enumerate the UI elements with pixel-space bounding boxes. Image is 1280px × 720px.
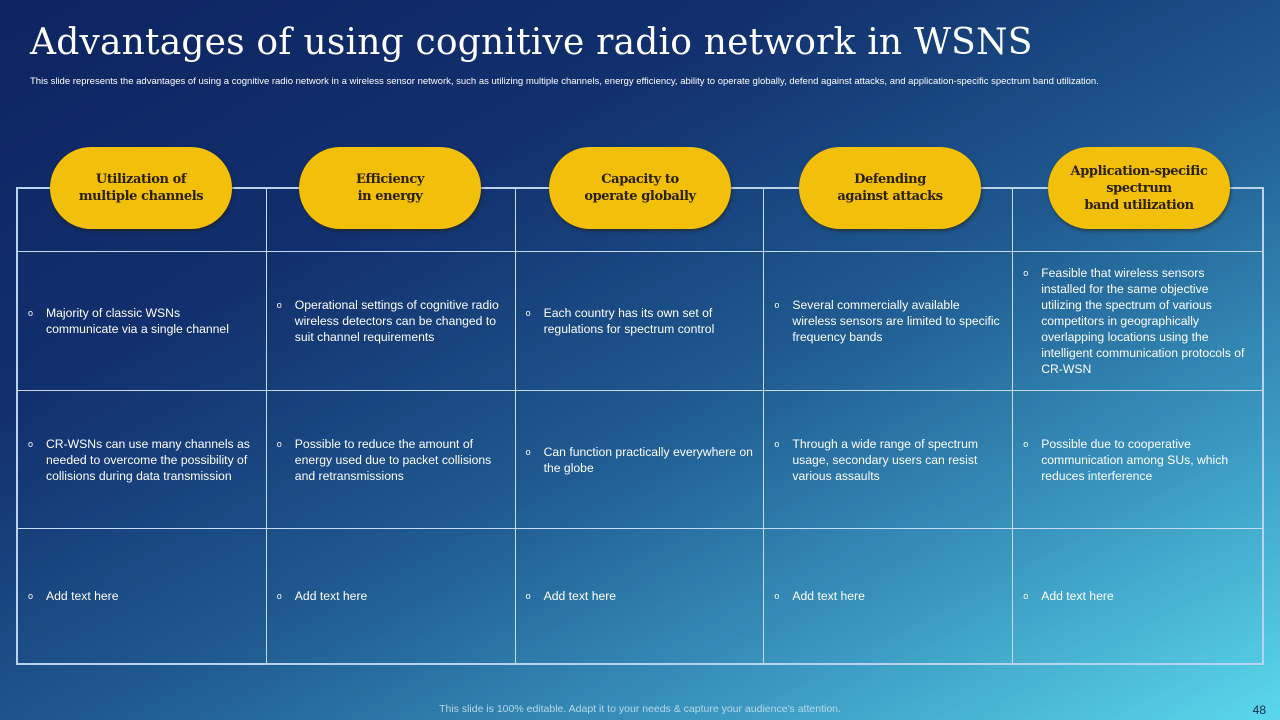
bullet-circle-icon: o bbox=[774, 300, 780, 310]
bullet-item: o Majority of classic WSNs communicate vi… bbox=[28, 305, 256, 337]
table-cell: o Majority of classic WSNs communicate vi… bbox=[18, 252, 267, 391]
column-header-pill: Capacity to operate globally bbox=[549, 147, 731, 229]
column-header-pill: Efficiency in energy bbox=[299, 147, 481, 229]
table-cell: o Add text here bbox=[18, 529, 267, 663]
bullet-text: Feasible that wireless sensors installed… bbox=[1041, 266, 1245, 376]
table-cell: o Add text here bbox=[1013, 529, 1262, 663]
bullet-circle-icon: o bbox=[774, 438, 780, 449]
slide-title: Advantages of using cognitive radio netw… bbox=[30, 22, 1033, 63]
bullet-item: o Possible due to cooperative communicati… bbox=[1023, 436, 1252, 484]
bullet-circle-icon: o bbox=[28, 591, 34, 601]
bullet-text: Several commercially available wireless … bbox=[792, 298, 1000, 344]
bullet-item: o Add text here bbox=[774, 588, 865, 604]
bullet-circle-icon: o bbox=[1023, 591, 1029, 601]
bullet-text: Each country has its own set of regulati… bbox=[543, 306, 715, 336]
bullet-circle-icon: o bbox=[525, 591, 531, 601]
bullet-circle-icon: o bbox=[1023, 438, 1029, 449]
column-header-pill: Utilization of multiple channels bbox=[50, 147, 232, 229]
bullet-item: o Add text here bbox=[277, 588, 368, 604]
bullet-item: o Possible to reduce the amount of energy… bbox=[277, 436, 505, 484]
header-cell bbox=[515, 189, 765, 252]
table-cell: o Through a wide range of spectrum usage,… bbox=[764, 391, 1014, 529]
bullet-text: Add text here bbox=[543, 589, 617, 603]
bullet-item: o Add text here bbox=[1023, 588, 1114, 604]
slide-subtitle: This slide represents the advantages of … bbox=[30, 76, 1099, 87]
table-cell: o Possible to reduce the amount of energy… bbox=[266, 391, 516, 529]
table-cell: o Add text here bbox=[764, 529, 1014, 663]
bullet-text: Majority of classic WSNs communicate via… bbox=[46, 306, 229, 336]
bullet-item: o Add text here bbox=[526, 588, 617, 604]
footer-note: This slide is 100% editable. Adapt it to… bbox=[439, 703, 841, 715]
bullet-item: o Can function practically everywhere on … bbox=[526, 444, 754, 476]
page-number: 48 bbox=[1252, 703, 1266, 717]
table-cell: o CR-WSNs can use many channels as needed… bbox=[18, 391, 267, 529]
bullet-text: Operational settings of cognitive radio … bbox=[294, 298, 499, 344]
bullet-text: Possible due to cooperative communicatio… bbox=[1041, 436, 1229, 483]
bullet-text: Add text here bbox=[792, 589, 865, 603]
bullet-circle-icon: o bbox=[525, 446, 531, 457]
bullet-item: o Operational settings of cognitive radio… bbox=[277, 297, 505, 345]
bullet-circle-icon: o bbox=[276, 300, 282, 310]
column-header-pill: Application-specific spectrum band utili… bbox=[1048, 147, 1230, 229]
table-cell: o Add text here bbox=[267, 529, 516, 663]
table-cell: o Add text here bbox=[516, 529, 765, 663]
bullet-text: Add text here bbox=[294, 589, 368, 603]
table-cell: o Can function practically everywhere on … bbox=[515, 391, 765, 529]
table-cell: o Possible due to cooperative communicati… bbox=[1013, 391, 1262, 529]
header-cell bbox=[1013, 189, 1262, 252]
bullet-circle-icon: o bbox=[276, 438, 282, 449]
bullet-text: CR-WSNs can use many channels as needed … bbox=[46, 436, 250, 483]
bullet-item: o Through a wide range of spectrum usage,… bbox=[774, 436, 1002, 484]
header-cell bbox=[764, 189, 1014, 252]
bullet-item: o Several commercially available wireless… bbox=[774, 297, 1002, 345]
bullet-circle-icon: o bbox=[28, 438, 34, 449]
bullet-text: Add text here bbox=[46, 589, 119, 603]
table-cell: o Operational settings of cognitive radio… bbox=[266, 252, 516, 391]
table-cell: o Each country has its own set of regulat… bbox=[515, 252, 765, 391]
bullet-text: Can function practically everywhere on t… bbox=[543, 444, 753, 475]
bullet-text: Add text here bbox=[1041, 589, 1114, 603]
bullet-text: Through a wide range of spectrum usage, … bbox=[792, 436, 979, 483]
bullet-circle-icon: o bbox=[774, 591, 780, 601]
bullet-circle-icon: o bbox=[276, 591, 282, 601]
header-cell bbox=[18, 189, 267, 252]
column-header-pill: Defending against attacks bbox=[799, 147, 981, 229]
bullet-text: Possible to reduce the amount of energy … bbox=[294, 436, 492, 483]
bullet-circle-icon: o bbox=[28, 308, 34, 318]
bullet-circle-icon: o bbox=[525, 308, 531, 318]
bullet-item: o Add text here bbox=[28, 588, 119, 604]
bullet-item: o Feasible that wireless sensors installe… bbox=[1023, 265, 1252, 377]
table-cell: o Several commercially available wireless… bbox=[764, 252, 1014, 391]
bullet-item: o Each country has its own set of regulat… bbox=[526, 305, 754, 337]
table-cell: o Feasible that wireless sensors installe… bbox=[1013, 252, 1262, 391]
header-cell bbox=[266, 189, 516, 252]
bullet-item: o CR-WSNs can use many channels as needed… bbox=[28, 436, 256, 484]
bullet-circle-icon: o bbox=[1023, 268, 1029, 278]
